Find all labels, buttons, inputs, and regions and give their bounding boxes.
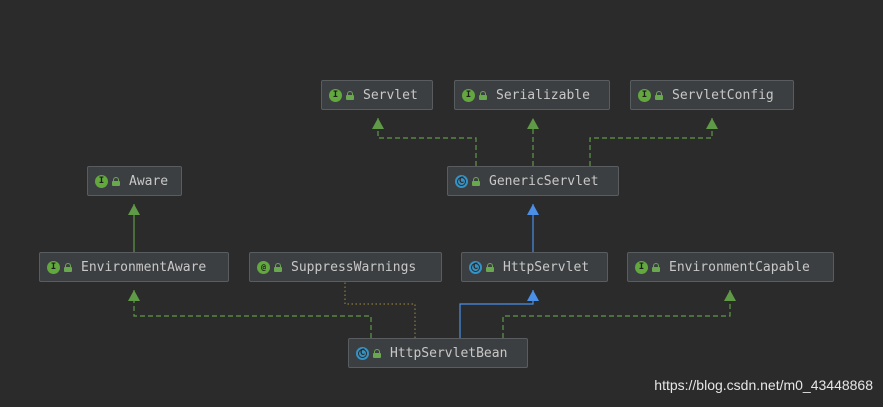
edge-httpservletbean-to-environmentcapable [502,290,731,338]
node-label: SuppressWarnings [291,259,417,275]
public-lock-icon [64,262,72,272]
node-httpservletbean[interactable]: C HttpServletBean [348,338,528,368]
interface-icon: I [95,174,108,188]
node-label: EnvironmentCapable [669,259,810,275]
class-icon: C [469,260,482,274]
node-environmentaware[interactable]: I EnvironmentAware [39,252,229,282]
arrowhead-environmentaware-to-aware [128,204,140,215]
arrowhead-genericservlet-to-servlet [372,118,384,129]
edge-httpservletbean-to-environmentaware [133,290,372,338]
watermark: https://blog.csdn.net/m0_43448868 [654,377,873,393]
node-httpservlet[interactable]: C HttpServlet [461,252,608,282]
public-lock-icon [472,176,480,186]
arrowhead-httpservletbean-to-environmentaware [128,290,140,301]
arrowhead-httpservletbean-to-httpservlet [527,290,539,301]
public-lock-icon [274,262,282,272]
public-lock-icon [346,90,354,100]
node-label: ServletConfig [672,87,774,103]
node-label: HttpServletBean [390,345,508,361]
edge-genericservlet-to-servlet [377,118,477,166]
annotation-icon: @ [257,260,270,274]
edge-httpservletbean-to-suppresswarnings [344,282,416,338]
node-label: HttpServlet [503,259,590,275]
interface-icon: I [462,88,475,102]
node-environmentcapable[interactable]: I EnvironmentCapable [627,252,834,282]
node-servlet[interactable]: I Servlet [321,80,433,110]
public-lock-icon [486,262,494,272]
node-genericservlet[interactable]: C GenericServlet [447,166,619,196]
interface-icon: I [47,260,60,274]
node-label: GenericServlet [489,173,599,189]
node-label: EnvironmentAware [81,259,207,275]
public-lock-icon [479,90,487,100]
edge-httpservletbean-to-httpservlet [459,290,534,338]
node-suppresswarnings[interactable]: @ SuppressWarnings [249,252,442,282]
arrowhead-httpservletbean-to-environmentcapable [724,290,736,301]
interface-icon: I [635,260,648,274]
public-lock-icon [373,348,381,358]
class-icon: C [356,346,369,360]
public-lock-icon [652,262,660,272]
arrowhead-genericservlet-to-servletconfig [706,118,718,129]
arrowhead-httpservlet-to-genericservlet [527,204,539,215]
node-label: Serializable [496,87,590,103]
class-icon: C [455,174,468,188]
interface-icon: I [638,88,651,102]
public-lock-icon [655,90,663,100]
arrowhead-genericservlet-to-serializable [527,118,539,129]
node-label: Servlet [363,87,418,103]
node-servletconfig[interactable]: I ServletConfig [630,80,794,110]
public-lock-icon [112,176,120,186]
node-aware[interactable]: I Aware [87,166,182,196]
node-serializable[interactable]: I Serializable [454,80,610,110]
edge-genericservlet-to-servletconfig [589,118,713,166]
node-label: Aware [129,173,169,189]
interface-icon: I [329,88,342,102]
